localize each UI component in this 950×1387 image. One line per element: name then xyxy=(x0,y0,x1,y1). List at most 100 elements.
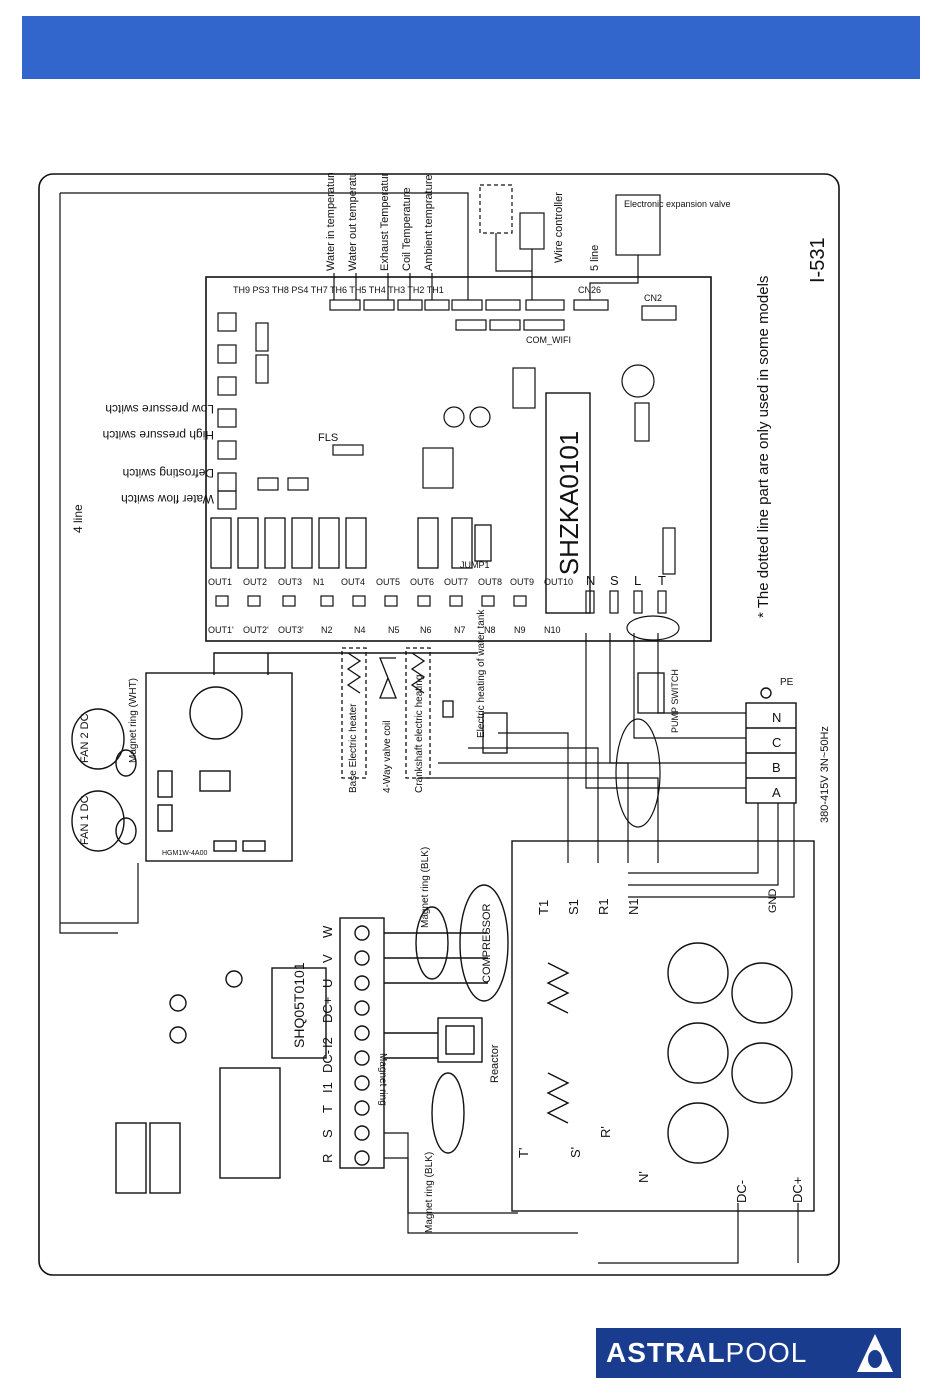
filter-dc-minus: DC- xyxy=(734,1180,749,1203)
svg-text:I2: I2 xyxy=(320,1037,335,1048)
filter-s1: S1 xyxy=(566,899,581,915)
power-b: B xyxy=(772,760,781,775)
logo-text: ASTRALPOOL xyxy=(606,1337,808,1368)
svg-text:N7: N7 xyxy=(454,625,466,635)
compressor-label: COMPRESSOR xyxy=(481,903,493,983)
svg-text:N5: N5 xyxy=(388,625,400,635)
svg-text:OUT10: OUT10 xyxy=(544,577,573,587)
svg-text:OUT2: OUT2 xyxy=(243,577,267,587)
svg-text:OUT7: OUT7 xyxy=(444,577,468,587)
svg-text:T: T xyxy=(658,573,666,588)
svg-text:U: U xyxy=(320,979,335,988)
power-n: N xyxy=(772,710,781,725)
fan1-label: FAN 1 DC xyxy=(79,795,91,845)
filter-r-out: R' xyxy=(598,1126,613,1138)
filter-n-out: N' xyxy=(636,1171,651,1183)
svg-text:W: W xyxy=(320,925,335,938)
line-5-label: 5 line xyxy=(589,245,601,271)
wiring-diagram: SHZKA0101 xyxy=(38,173,840,1276)
svg-text:S: S xyxy=(610,573,619,588)
filter-r1: R1 xyxy=(596,898,611,915)
svg-text:V: V xyxy=(320,954,335,963)
switch-high-pressure: High pressure switch xyxy=(103,428,214,442)
svg-text:OUT5: OUT5 xyxy=(376,577,400,587)
sensor-label-water-in: Water in temperature xyxy=(325,173,337,271)
inverter-model: SHQ05T0101 xyxy=(291,962,307,1048)
pump-switch-label: PUMP SWITCH xyxy=(670,669,680,733)
svg-text:OUT9: OUT9 xyxy=(510,577,534,587)
svg-text:N: N xyxy=(586,573,595,588)
fan-board-model: HGM1W-4A00 xyxy=(162,850,207,857)
switch-connectors xyxy=(217,305,677,510)
inverter-terminals xyxy=(339,917,385,1169)
svg-text:S: S xyxy=(320,1129,335,1138)
filter-t1: T1 xyxy=(536,900,551,915)
svg-text:N8: N8 xyxy=(484,625,496,635)
svg-text:DC+: DC+ xyxy=(320,997,335,1023)
outputs-top-row: OUT1 OUT2 OUT3 N1 OUT4 OUT5 OUT6 OUT7 OU… xyxy=(208,577,573,587)
switch-defrosting: Defrosting switch xyxy=(123,466,214,480)
top-connectors xyxy=(329,299,609,331)
svg-text:N4: N4 xyxy=(354,625,366,635)
filter-n1: N1 xyxy=(626,898,641,915)
svg-text:N9: N9 xyxy=(514,625,526,635)
load-water-tank: Electric heating of water tank xyxy=(476,609,487,738)
power-terminal xyxy=(745,687,797,804)
inverter-magnet-ring-mid: Magnet ring xyxy=(377,1053,388,1106)
wire-controller-label: Wire controller xyxy=(553,192,565,263)
svg-text:I1: I1 xyxy=(320,1082,335,1093)
sensor-header: TH9 PS3 TH8 PS4 TH7 TH6 TH5 TH4 TH3 TH2 … xyxy=(233,285,444,295)
fls-label: FLS xyxy=(318,432,338,444)
svg-text:N2: N2 xyxy=(321,625,333,635)
filter-gnd: GND xyxy=(767,889,779,914)
jump-label: JUMP1 xyxy=(460,560,490,570)
load-base-heater: Base Electric heater xyxy=(348,703,359,793)
relay-block xyxy=(210,517,492,569)
load-4way-valve: 4-Way valve coil xyxy=(382,721,393,793)
outputs-bottom-row: OUT1' OUT2' OUT3' N2 N4 N5 N6 N7 N8 N9 N… xyxy=(208,625,561,635)
svg-text:OUT3': OUT3' xyxy=(278,625,304,635)
power-spec: 380-415V 3N~50Hz xyxy=(819,726,831,823)
astralpool-logo: ASTRALPOOL xyxy=(596,1328,901,1378)
switch-water-flow: Water flow switch xyxy=(121,492,214,506)
svg-text:R: R xyxy=(320,1154,335,1163)
svg-text:OUT1': OUT1' xyxy=(208,625,234,635)
lstn-labels: N S L T xyxy=(586,573,666,588)
dotted-note: * The dotted line part are only used in … xyxy=(755,276,772,618)
svg-text:OUT3: OUT3 xyxy=(278,577,302,587)
svg-text:OUT2': OUT2' xyxy=(243,625,269,635)
power-c: C xyxy=(772,735,781,750)
connector-cn2: CN2 xyxy=(644,293,662,303)
filter-board xyxy=(511,840,815,1212)
power-a: A xyxy=(772,785,781,800)
logo-drop-inner-icon xyxy=(868,1350,882,1368)
svg-text:DC-: DC- xyxy=(320,1050,335,1073)
fan2-label: FAN 2 DC xyxy=(79,713,91,763)
sensor-label-water-out: Water out temperature xyxy=(347,173,359,271)
switch-low-pressure: Low pressure switch xyxy=(105,402,214,416)
svg-text:N10: N10 xyxy=(544,625,561,635)
main-board: SHZKA0101 xyxy=(205,276,712,642)
line-4-label: 4 line xyxy=(71,504,85,533)
filter-s-out: S' xyxy=(568,1147,583,1158)
filter-t-out: T' xyxy=(516,1148,531,1158)
fan-magnet-ring: Magnet ring (WHT) xyxy=(128,678,139,763)
svg-text:OUT1: OUT1 xyxy=(208,577,232,587)
main-board-model: SHZKA0101 xyxy=(554,431,584,576)
reactor-label: Reactor xyxy=(489,1044,501,1083)
sensor-label-ambient: Ambient temprature xyxy=(423,174,435,271)
svg-text:OUT4: OUT4 xyxy=(341,577,365,587)
fan-board xyxy=(71,652,478,862)
svg-text:N1: N1 xyxy=(313,577,325,587)
connector-com-wifi: COM_WIFI xyxy=(526,335,571,345)
sensor-label-coil: Coil Temperature xyxy=(401,187,413,271)
inverter-magnet-ring-top: Magnet ring (BLK) xyxy=(420,847,431,928)
loads xyxy=(341,647,665,779)
svg-text:OUT6: OUT6 xyxy=(410,577,434,587)
diagram-frame xyxy=(38,173,840,1276)
sensor-label-exhaust: Exhaust Temperature xyxy=(379,173,391,271)
inverter-board xyxy=(115,967,327,1194)
output-terminals xyxy=(215,527,680,641)
doc-ref: I-531 xyxy=(807,237,829,283)
svg-text:T: T xyxy=(320,1105,335,1113)
